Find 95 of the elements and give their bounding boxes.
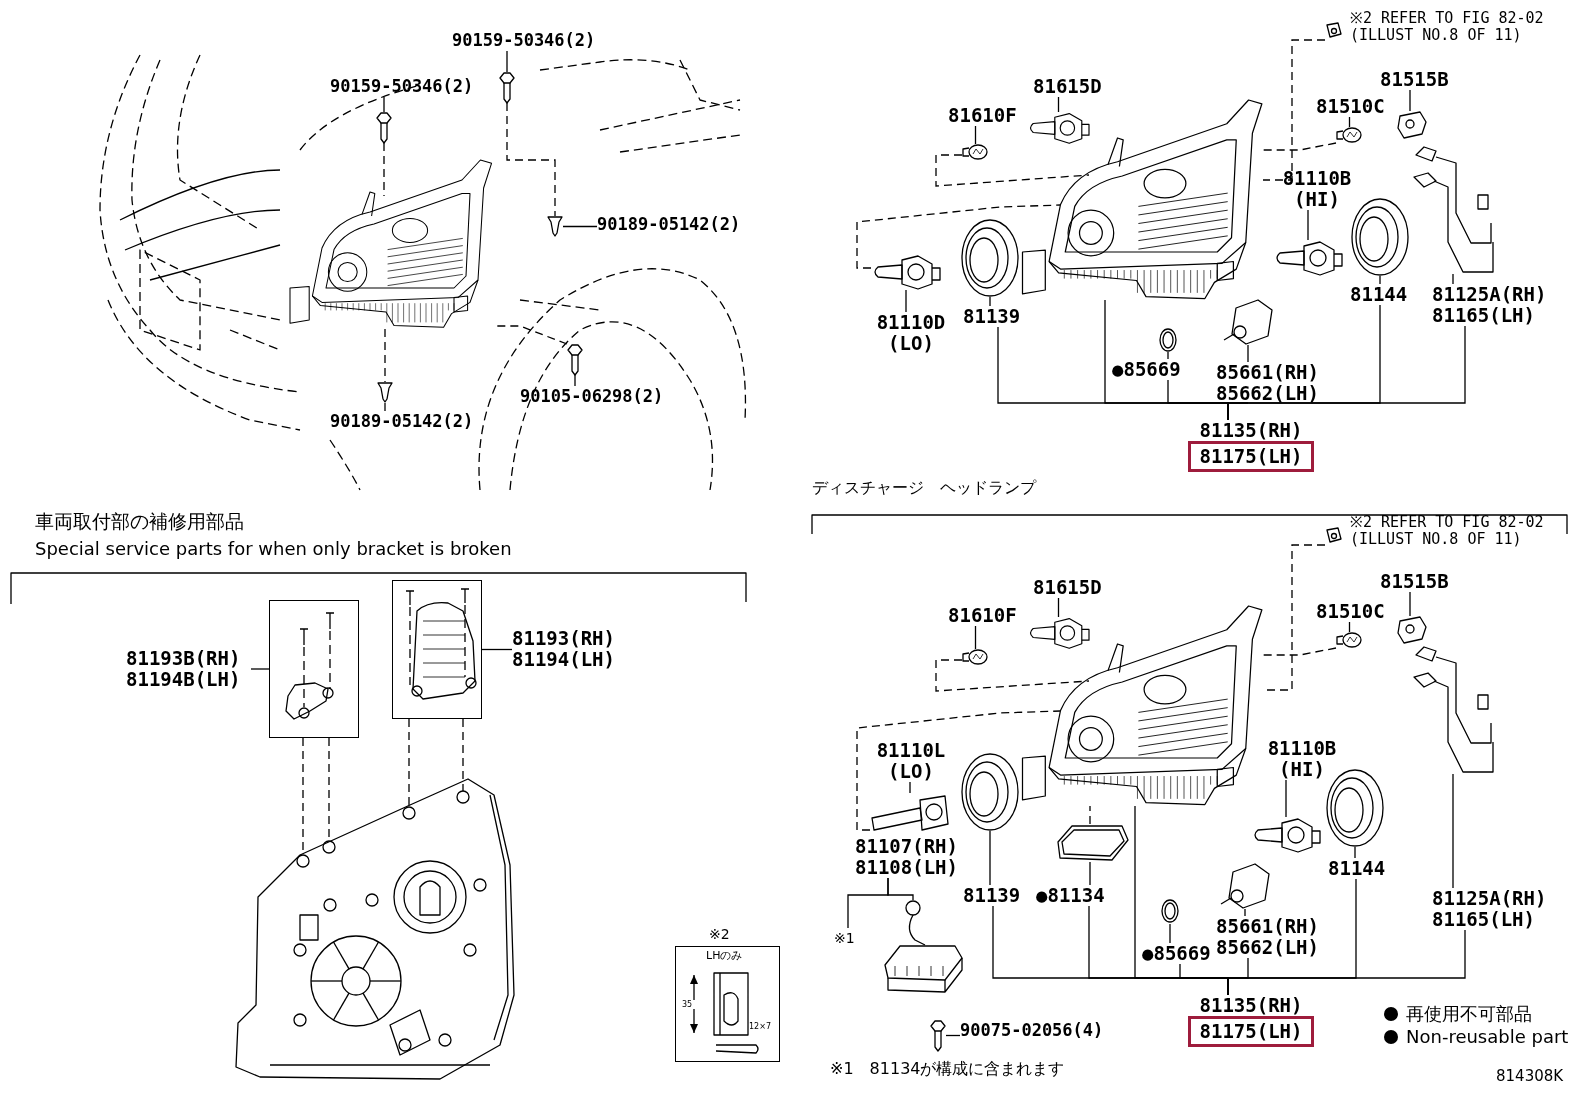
part-number: 81135(RH) bbox=[1198, 420, 1304, 441]
part-number: 81610F bbox=[948, 105, 1028, 126]
part-number: 81193(RH) 81194(LH) bbox=[512, 628, 627, 670]
leader-line bbox=[574, 374, 576, 387]
footnote: ※1 81134が構成に含まれます bbox=[830, 1060, 1066, 1078]
part-number: 81144 bbox=[1328, 858, 1398, 879]
assembly-line bbox=[1089, 805, 1091, 825]
drawing-number: 814308K bbox=[1496, 1068, 1565, 1085]
reference-note: ※2 REFER TO FIG 82-02 (ILLUST NO.8 OF 11) bbox=[1350, 514, 1545, 548]
leader-line bbox=[1247, 344, 1249, 363]
assembly-line bbox=[462, 718, 464, 792]
part-number: 90189-05142(2) bbox=[330, 411, 480, 432]
legend-text: Non-reusable part bbox=[1406, 1026, 1569, 1048]
part-number: 81107(RH) 81108(LH) bbox=[855, 836, 973, 878]
assembly-line bbox=[935, 659, 1090, 692]
part-number: 85661(RH) 85662(LH) bbox=[1216, 916, 1334, 958]
part-number: 81139 bbox=[963, 885, 1033, 906]
leader-line bbox=[1089, 861, 1091, 886]
bracket-box bbox=[392, 580, 482, 719]
leader-line bbox=[974, 125, 977, 145]
leader-line bbox=[1307, 209, 1309, 241]
part-number: 81510C bbox=[1316, 601, 1388, 622]
bracket-box bbox=[269, 600, 359, 738]
reference-note: ※2 REFER TO FIG 82-02 (ILLUST NO.8 OF 11) bbox=[1350, 10, 1545, 44]
inset-heading: LHのみ bbox=[706, 949, 743, 962]
assembly-line bbox=[506, 102, 556, 217]
leader-line bbox=[1244, 908, 1246, 917]
assembly-line bbox=[856, 204, 1061, 269]
part-number: 81615D bbox=[1033, 76, 1113, 97]
leader-line bbox=[481, 648, 513, 651]
leader-line bbox=[905, 289, 907, 313]
part-number: 81110D (LO) bbox=[866, 312, 956, 354]
leader-line bbox=[506, 50, 508, 73]
leader-line bbox=[562, 225, 598, 228]
part-number: 81135(RH) bbox=[1198, 995, 1304, 1016]
leader-line bbox=[1452, 273, 1454, 285]
highlighted-part-number: 81175(LH) bbox=[1188, 1016, 1314, 1047]
part-number: 85661(RH) 85662(LH) bbox=[1216, 362, 1334, 404]
assembly-line bbox=[408, 718, 410, 808]
part-number: 81110B (HI) bbox=[1262, 738, 1342, 780]
part-number: 90105-06298(2) bbox=[520, 386, 670, 407]
section-title: ディスチャージ ヘッドランプ bbox=[812, 479, 1038, 497]
leader-line bbox=[383, 96, 385, 113]
part-number: 81139 bbox=[963, 306, 1033, 327]
leader-line bbox=[1057, 597, 1060, 618]
leader-line bbox=[1057, 96, 1060, 113]
leader-line bbox=[1348, 621, 1351, 633]
leader-line bbox=[250, 668, 270, 670]
part-number: 81144 bbox=[1350, 284, 1420, 305]
leader-line bbox=[1167, 351, 1169, 360]
legend-text: 再使用不可部品 bbox=[1406, 1003, 1532, 1025]
part-number: 90075-02056(4) bbox=[960, 1020, 1120, 1041]
note-mark: ※1 bbox=[834, 928, 864, 949]
leader-line bbox=[1227, 325, 1466, 421]
leader-line bbox=[989, 830, 991, 886]
part-number: 81515B bbox=[1380, 69, 1460, 90]
part-number: 81110B (HI) bbox=[1272, 168, 1362, 210]
part-number: 81610F bbox=[948, 605, 1028, 626]
leader-line bbox=[384, 402, 386, 412]
part-number: 81193B(RH) 81194B(LH) bbox=[126, 648, 251, 690]
part-number: 81510C bbox=[1316, 96, 1388, 117]
leader-line bbox=[1285, 779, 1287, 818]
leader-line bbox=[974, 625, 977, 650]
part-number: 81125A(RH) 81165(LH) bbox=[1432, 284, 1562, 326]
assembly-line bbox=[1262, 142, 1337, 151]
assembly-line bbox=[384, 328, 386, 383]
assembly-line bbox=[935, 154, 1090, 187]
section-title: 車両取付部の補修用部品 bbox=[35, 510, 245, 532]
leader-line bbox=[1409, 591, 1411, 617]
leader-line bbox=[1169, 923, 1171, 944]
leader-line bbox=[1409, 89, 1411, 112]
leader-line bbox=[989, 296, 991, 307]
leader-line bbox=[1354, 846, 1356, 859]
part-number: 90159-50346(2) bbox=[330, 76, 480, 97]
section-subtitle: Special service parts for when only bracket is broken bbox=[35, 538, 513, 559]
note-mark: ※2 bbox=[709, 926, 730, 942]
assembly-line bbox=[856, 710, 1061, 831]
leader-line bbox=[1348, 116, 1351, 128]
part-number: 90189-05142(2) bbox=[597, 214, 747, 235]
part-number: 81125A(RH) 81165(LH) bbox=[1432, 888, 1562, 930]
leader-line bbox=[1379, 275, 1381, 285]
leader-line bbox=[1227, 929, 1466, 996]
part-number: ●85669 bbox=[1112, 359, 1212, 380]
leader-line bbox=[1452, 773, 1454, 889]
part-number: 81515B bbox=[1380, 571, 1460, 592]
assembly-line bbox=[1262, 39, 1326, 181]
assembly-line bbox=[1262, 647, 1337, 656]
part-number: 90159-50346(2) bbox=[452, 30, 602, 51]
highlighted-part-number: 81175(LH) bbox=[1188, 441, 1314, 472]
part-number: 81110L (LO) bbox=[866, 740, 956, 782]
part-number: 81615D bbox=[1033, 577, 1113, 598]
leader-line bbox=[945, 1034, 961, 1037]
leader-line bbox=[887, 877, 914, 901]
leader-line bbox=[909, 781, 911, 794]
part-number: ●81134 bbox=[1036, 885, 1136, 906]
